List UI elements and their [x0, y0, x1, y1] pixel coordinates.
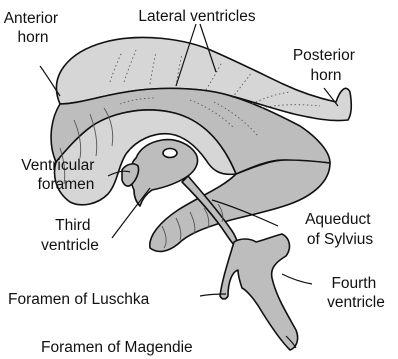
leader-fourth-ventricle: [282, 274, 312, 284]
label-lateral-ventricles: Lateral ventricles: [138, 8, 255, 25]
label-posterior-horn: Posterior horn: [293, 47, 359, 84]
label-foramen-of-magendie: Foramen of Magendie: [41, 339, 193, 356]
label-aqueduct-of-sylvius: Aqueduct of Sylvius: [305, 211, 375, 248]
label-anterior-horn: Anterior horn: [4, 10, 63, 46]
leader-third-ventricle: [112, 188, 150, 238]
label-third-ventricle: Third ventricle: [41, 217, 99, 254]
label-foramen-of-luschka: Foramen of Luschka: [8, 291, 150, 308]
interthalamic-adhesion: [163, 149, 177, 158]
fourth-ventricle-shape: [220, 234, 298, 350]
label-fourth-ventricle: Fourth ventricle: [327, 275, 385, 311]
